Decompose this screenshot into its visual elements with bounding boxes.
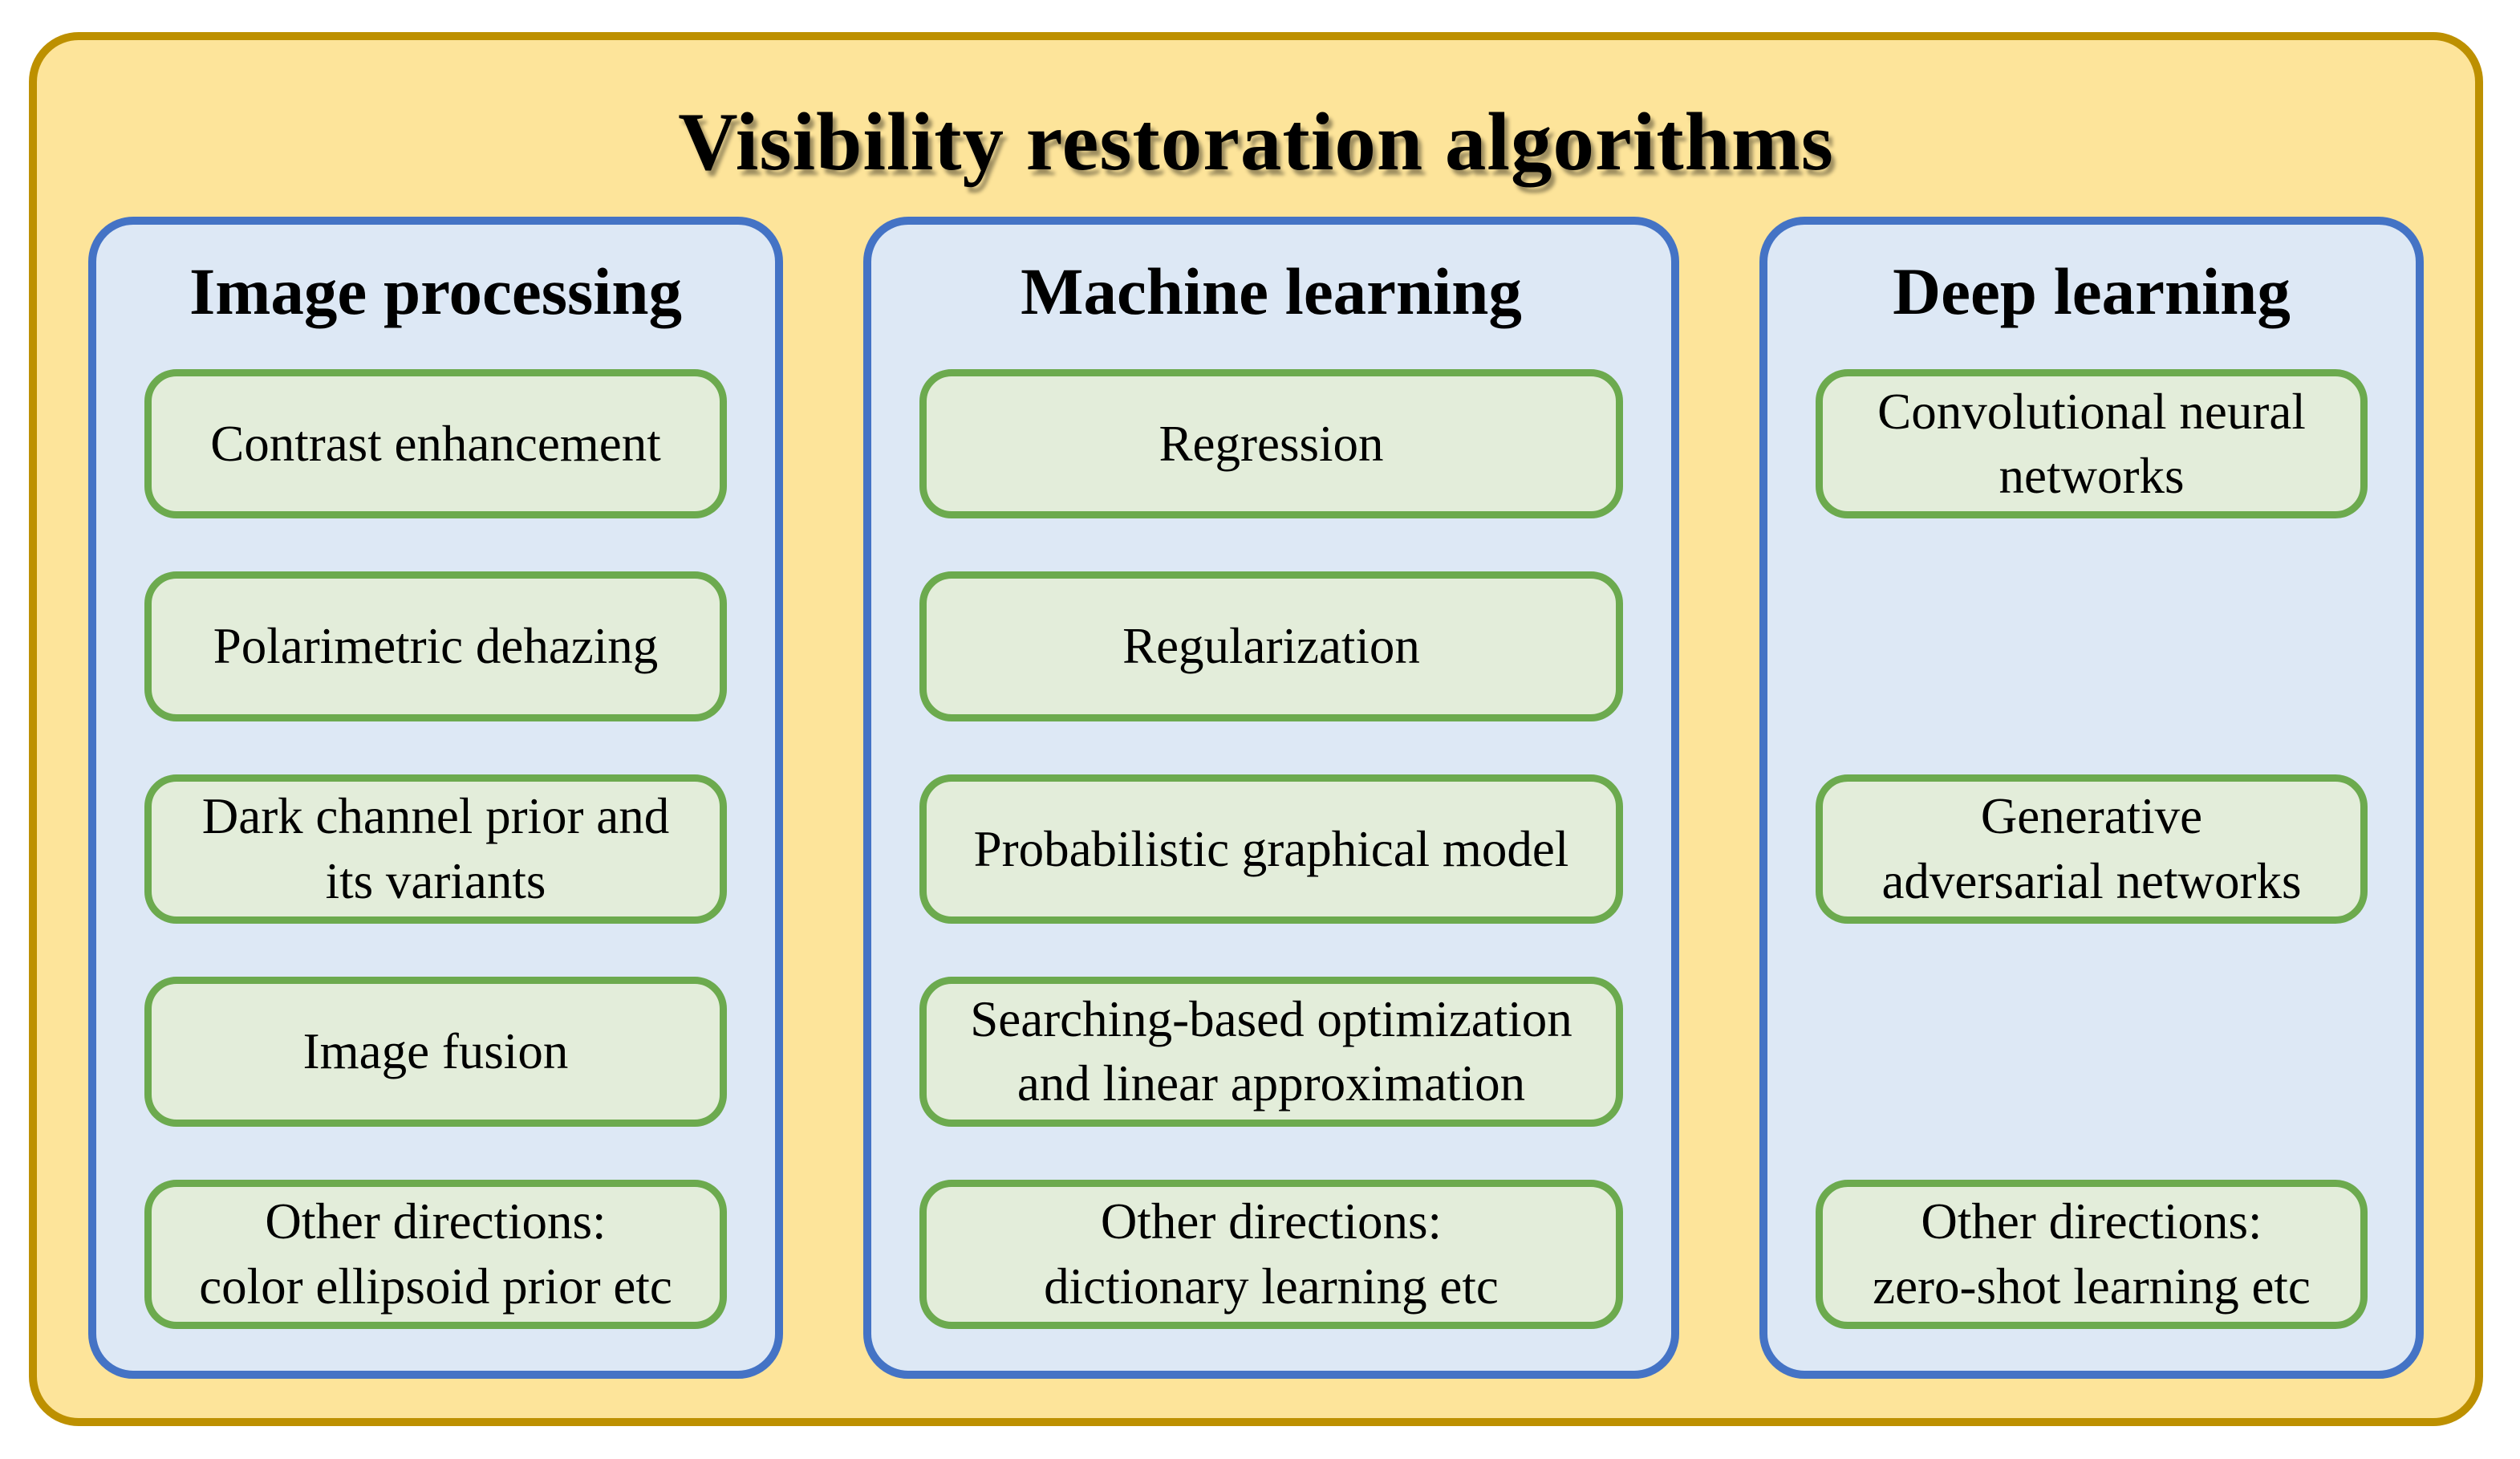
image-processing-rows: Contrast enhancement Polarimetric dehazi…	[144, 369, 727, 1329]
diagram-title: Visibility restoration algorithms	[678, 96, 1834, 188]
method-box-other-directions-color-ellipsoid: Other directions: color ellipsoid prior …	[144, 1179, 727, 1329]
column-deep-learning: Deep learning Convolutional neural netwo…	[1759, 217, 2424, 1379]
deep-learning-rows: Convolutional neural networks Generative…	[1816, 369, 2368, 1329]
column-heading-machine-learning: Machine learning	[1021, 254, 1522, 328]
method-box-convolutional-neural-networks: Convolutional neural networks	[1816, 369, 2368, 519]
method-box-other-directions-zero-shot: Other directions: zero-shot learning etc	[1816, 1179, 2368, 1329]
visibility-restoration-panel: Visibility restoration algorithms Image …	[29, 32, 2483, 1426]
column-machine-learning: Machine learning Regression Regularizati…	[863, 217, 1679, 1379]
method-box-other-directions-dictionary-learning: Other directions: dictionary learning et…	[919, 1179, 1623, 1329]
method-box-probabilistic-graphical-model: Probabilistic graphical model	[919, 774, 1623, 925]
method-box-regularization: Regularization	[919, 571, 1623, 721]
column-heading-deep-learning: Deep learning	[1893, 254, 2291, 328]
method-box-generative-adversarial-networks: Generative adversarial networks	[1816, 774, 2368, 925]
machine-learning-rows: Regression Regularization Probabilistic …	[919, 369, 1623, 1329]
method-box-polarimetric-dehazing: Polarimetric dehazing	[144, 571, 727, 721]
column-heading-image-processing: Image processing	[189, 254, 683, 328]
method-box-dark-channel-prior: Dark channel prior and its variants	[144, 774, 727, 925]
column-image-processing: Image processing Contrast enhancement Po…	[88, 217, 783, 1379]
method-box-regression: Regression	[919, 369, 1623, 519]
category-columns: Image processing Contrast enhancement Po…	[88, 217, 2424, 1379]
method-box-contrast-enhancement: Contrast enhancement	[144, 369, 727, 519]
method-box-searching-based-optimization: Searching-based optimization and linear …	[919, 977, 1623, 1127]
method-box-image-fusion: Image fusion	[144, 977, 727, 1127]
